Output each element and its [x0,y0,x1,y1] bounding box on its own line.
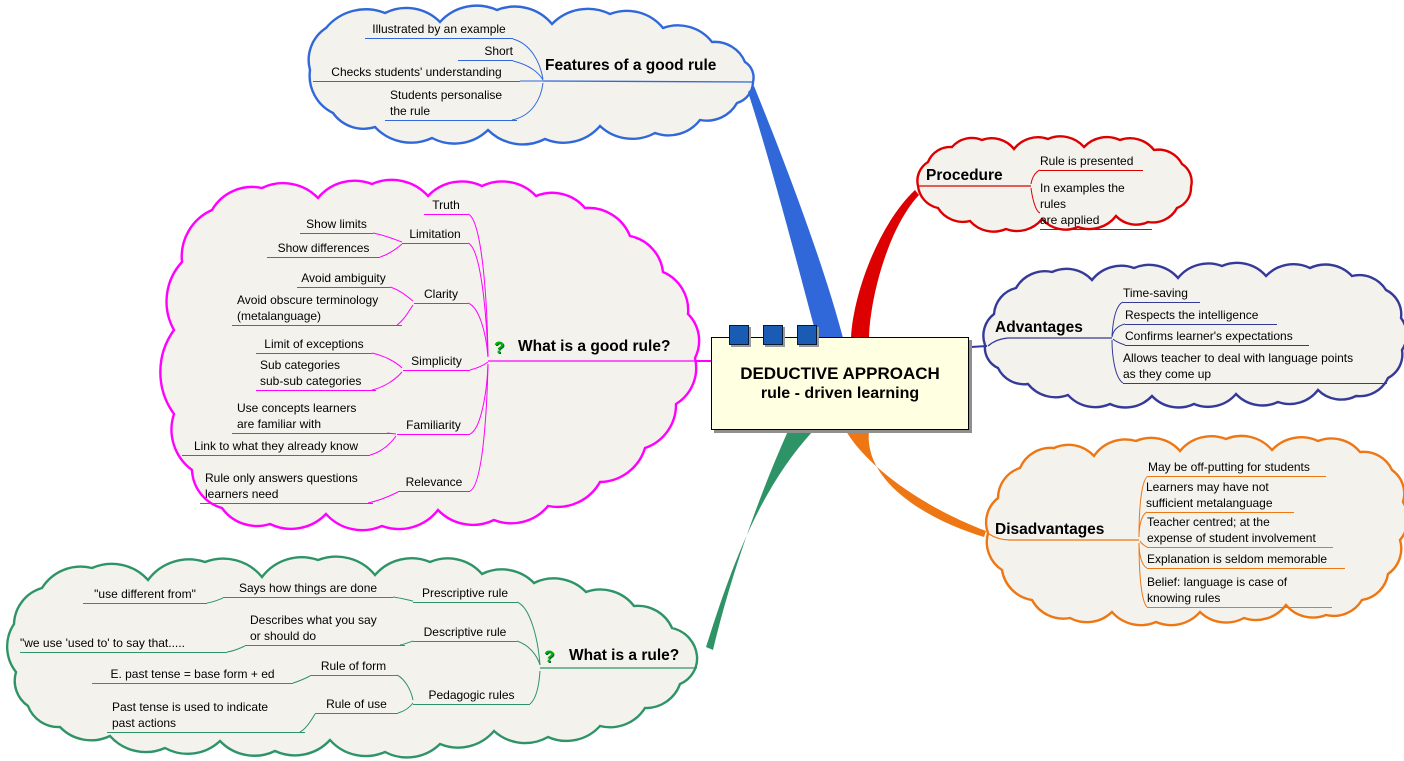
advantages-item[interactable]: Respects the intelligence [1125,307,1277,325]
advantages-item[interactable]: Time-saving [1123,285,1200,303]
procedure-cloud [916,135,1193,233]
good-rule-subtopic[interactable]: Truth [424,197,468,215]
disadvantages-connector [846,431,986,537]
disadvantages-item[interactable]: Learners may have not sufficient metalan… [1146,479,1294,513]
good-rule-item[interactable]: Use concepts learners are familiar with [232,400,392,434]
central-topic-subtitle: rule - driven learning [760,385,920,402]
advantages-topic-label[interactable]: Advantages [995,319,1083,336]
good-rule-cloud [159,178,701,532]
good-rule-topic-label[interactable]: What is a good rule? [518,338,671,355]
good-rule-subtopic[interactable]: Clarity [414,286,468,304]
good-rule-subtopic[interactable]: Familiarity [397,417,470,435]
good-rule-item[interactable]: Rule only answers questions learners nee… [200,470,373,504]
good-rule-subtopic[interactable]: Limitation [402,226,468,244]
features-topic-label[interactable]: Features of a good rule [545,57,717,74]
what-rule-subtopic[interactable]: Descriptive rule [413,624,517,642]
what-rule-connector [706,431,813,650]
question-mark-icon: ? [544,647,555,666]
what-rule-item[interactable]: Says how things are done [223,580,393,598]
what-rule-item[interactable]: Describes what you say or should do [245,612,405,646]
advantages-item[interactable]: Confirms learner's expectations [1125,328,1309,346]
advantages-cloud [982,261,1404,409]
disadvantages-item[interactable]: Explanation is seldom memorable [1147,551,1345,569]
procedure-item[interactable]: In examples the rules are applied [1040,180,1152,230]
features-item[interactable]: Students personalise the rule [385,87,517,121]
what-rule-topic-label[interactable]: What is a rule? [569,647,680,664]
procedure-connector [851,190,919,338]
good-rule-item[interactable]: Avoid ambiguity [297,270,390,288]
topic-square-icon-3[interactable] [797,325,817,345]
what-rule-subtopic[interactable]: Prescriptive rule [413,585,517,603]
disadvantages-cloud [984,434,1404,627]
good-rule-item[interactable]: Show differences [267,240,380,258]
good-rule-subtopic[interactable]: Simplicity [403,353,470,371]
disadvantages-item[interactable]: Belief: language is case of knowing rule… [1147,574,1332,608]
disadvantages-branch-lines [988,475,1149,608]
advantages-item[interactable]: Allows teacher to deal with language poi… [1123,350,1387,384]
advantages-branch-lines [970,301,1126,384]
what-rule-subtopic[interactable]: Pedagogic rules [413,687,530,705]
good-rule-item[interactable]: Link to what they already know [182,438,370,456]
procedure-item[interactable]: Rule is presented [1040,153,1143,171]
what-rule-item[interactable]: "use different from" [83,586,207,604]
question-mark-icon: ? [494,338,505,357]
good-rule-item[interactable]: Avoid obscure terminology (metalanguage) [232,292,402,326]
topic-square-icon-1[interactable] [729,325,749,345]
disadvantages-topic-label[interactable]: Disadvantages [995,521,1105,538]
features-item[interactable]: Checks students' understanding [313,64,520,82]
disadvantages-item[interactable]: Teacher centred; at the expense of stude… [1147,514,1333,548]
good-rule-item[interactable]: Limit of exceptions [256,336,372,354]
good-rule-branch-lines [367,213,712,504]
what-rule-item[interactable]: Past tense is used to indicate past acti… [107,699,305,733]
what-rule-sub-subtopic[interactable]: Rule of use [315,696,398,714]
what-rule-sub-subtopic[interactable]: Rule of form [310,658,397,676]
procedure-topic-label[interactable]: Procedure [926,167,1003,184]
topic-square-icon-2[interactable] [763,325,783,345]
procedure-branch-lines [918,169,1041,214]
features-item[interactable]: Short [458,43,513,61]
features-connector [748,86,843,338]
what-rule-branch-lines [206,596,697,733]
features-branch-lines [511,38,754,121]
what-rule-item[interactable]: E. past tense = base form + ed [92,666,293,684]
what-rule-cloud [5,555,699,759]
central-topic-title: DEDUCTIVE APPROACH [740,364,940,383]
features-item[interactable]: Illustrated by an example [365,21,513,39]
central-topic[interactable]: DEDUCTIVE APPROACH rule - driven learnin… [711,337,969,430]
what-rule-item[interactable]: "we use 'used to' to say that..... [20,635,227,653]
disadvantages-item[interactable]: May be off-putting for students [1148,459,1326,477]
good-rule-item[interactable]: Show limits [300,216,373,234]
good-rule-item[interactable]: Sub categories sub-sub categories [256,357,376,391]
good-rule-subtopic[interactable]: Relevance [398,474,470,492]
